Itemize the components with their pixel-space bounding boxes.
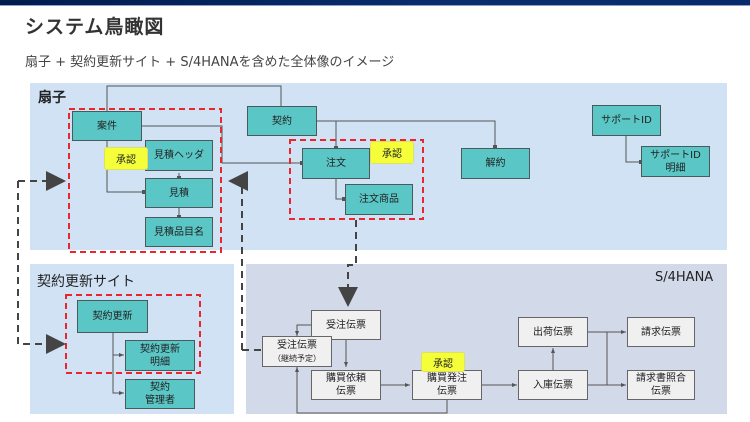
doc-label-line2: 伝票 [651, 386, 671, 397]
entity-label-line2: 明細 [150, 356, 170, 368]
entity-label-line2: 管理者 [145, 395, 175, 406]
entity-chumon[interactable]: 注文 [302, 148, 370, 179]
page-title: システム鳥瞰図 [25, 16, 165, 38]
entity-label-line1: サポートID [650, 149, 701, 161]
doc-sales-order[interactable]: 受注伝票 [311, 310, 381, 340]
doc-goods-receipt[interactable]: 入庫伝票 [518, 370, 588, 400]
doc-invoice-verification[interactable]: 請求書照合 伝票 [627, 370, 695, 400]
doc-label-line2: （継続予定） [273, 353, 321, 363]
entity-renewal[interactable]: 契約更新 [77, 300, 148, 333]
doc-billing[interactable]: 請求伝票 [627, 317, 695, 347]
doc-purchase-requisition[interactable]: 購買依頼 伝票 [311, 370, 381, 400]
panel-site-label: 契約更新サイト [37, 274, 135, 290]
doc-label-line1: 購買発注 [427, 373, 467, 384]
entity-contract-manager[interactable]: 契約 管理者 [125, 379, 195, 409]
entity-support-detail[interactable]: サポートID 明細 [641, 146, 710, 177]
entity-kaiyaku[interactable]: 解約 [461, 148, 530, 179]
doc-label-line1: 請求書照合 [636, 373, 686, 384]
entity-support-id[interactable]: サポートID [592, 105, 661, 136]
entity-label-line2: 明細 [665, 162, 686, 174]
approval-badge: 承認 [104, 147, 148, 170]
approval-badge: 承認 [421, 352, 465, 372]
doc-purchase-order[interactable]: 購買発注 伝票 [412, 370, 482, 400]
entity-keiyaku[interactable]: 契約 [247, 106, 317, 136]
entity-mitsumori-item[interactable]: 見積品目名 [145, 217, 213, 247]
entity-renewal-detail[interactable]: 契約更新 明細 [125, 340, 195, 371]
entity-mitsumori[interactable]: 見積 [145, 178, 213, 208]
panel-ougi-label: 扇子 [38, 90, 66, 106]
doc-sales-order-continuation[interactable]: 受注伝票 （継続予定） [262, 336, 332, 367]
page-subtitle: 扇子 + 契約更新サイト + S/4HANAを含めた全体像のイメージ [25, 55, 395, 70]
entity-label-line1: 契約 [150, 382, 170, 393]
entity-chumon-item[interactable]: 注文商品 [345, 184, 413, 215]
entity-anken[interactable]: 案件 [72, 111, 142, 141]
doc-label-line2: 伝票 [437, 386, 457, 397]
entity-mitsumori-header[interactable]: 見積ヘッダ [145, 140, 213, 171]
entity-label-line1: 契約更新 [140, 343, 180, 355]
doc-label-line1: 購買依頼 [326, 373, 366, 384]
top-bar [0, 0, 750, 6]
approval-badge: 承認 [370, 141, 414, 164]
panel-hana-label: S/4HANA [655, 270, 714, 285]
doc-label-line2: 伝票 [336, 386, 356, 397]
doc-label-line1: 受注伝票 [277, 339, 317, 351]
doc-shipping[interactable]: 出荷伝票 [518, 317, 588, 347]
